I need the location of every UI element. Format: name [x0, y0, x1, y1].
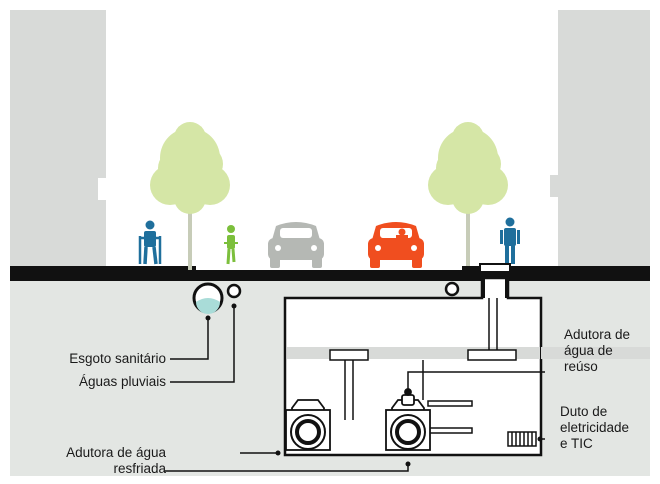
chilled-water-main-left: [285, 399, 331, 451]
electricity-duct: [507, 431, 537, 447]
road-surface: [10, 266, 650, 281]
small-pipe: [444, 281, 460, 297]
left-building: [10, 10, 106, 266]
sanitary-sewer-label: Esgoto sanitário: [69, 351, 166, 366]
pipe-support-right: [467, 298, 517, 361]
tree-right: [428, 122, 508, 266]
pipe-support-left: [329, 349, 369, 420]
chilled-water-main-label: Adutora de água resfriada: [66, 445, 166, 476]
electricity-ict-duct-label: Duto de eletricidade e TIC: [560, 404, 630, 451]
utility-tunnel-outline: [283, 276, 543, 457]
pedestrian-with-walker-icon: [138, 220, 162, 265]
access-shaft-cap: [479, 263, 511, 273]
chilled-water-main-right: [385, 399, 431, 451]
sanitary-sewer-pipe: [192, 282, 224, 314]
right-building: [550, 10, 650, 266]
reuse-water-main-label: Adutora de água de reúso: [564, 327, 631, 374]
storm-water-pipe: [226, 283, 242, 299]
pedestrian-icon: [500, 217, 520, 264]
tree-left: [150, 122, 230, 270]
red-car-icon: [368, 222, 424, 268]
storm-water-label: Águas pluviais: [78, 374, 166, 389]
cyclist-icon: [224, 225, 238, 265]
gray-car-icon: [268, 222, 324, 268]
leader-dots: [205, 303, 543, 467]
